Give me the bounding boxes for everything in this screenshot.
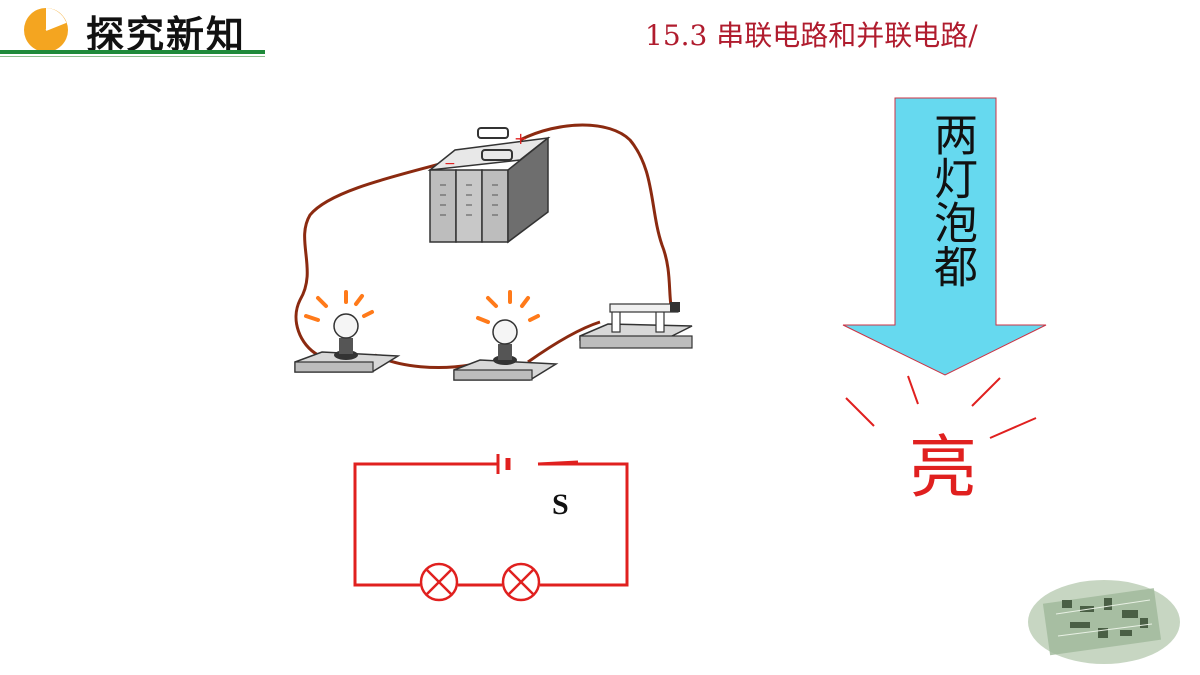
bulb-left-icon [294, 290, 401, 373]
chapter-title: 15.3 串联电路和并联电路/ [645, 19, 978, 52]
switch-label: S [552, 488, 569, 521]
circuit-schematic [353, 454, 629, 602]
result-text: 亮 [908, 429, 977, 508]
svg-text:−: − [444, 156, 456, 172]
glow-lines [845, 375, 1037, 439]
arrow-caption: 两灯泡都 [926, 112, 977, 288]
lamp-symbol-1 [419, 562, 459, 602]
section-title: 探究新知 [86, 13, 247, 57]
svg-text:+: + [514, 129, 527, 148]
wire-paths [294, 123, 674, 370]
switch-icon [579, 302, 693, 349]
header-divider [0, 50, 265, 54]
pie-chart-icon [24, 8, 68, 52]
down-arrow-icon [842, 97, 1047, 376]
battery-icon: − + [427, 127, 551, 244]
lamp-symbol-2 [501, 562, 541, 602]
header-divider-thin [0, 56, 265, 57]
circuit-board-image [1028, 580, 1180, 664]
bulb-right-icon [453, 290, 559, 381]
